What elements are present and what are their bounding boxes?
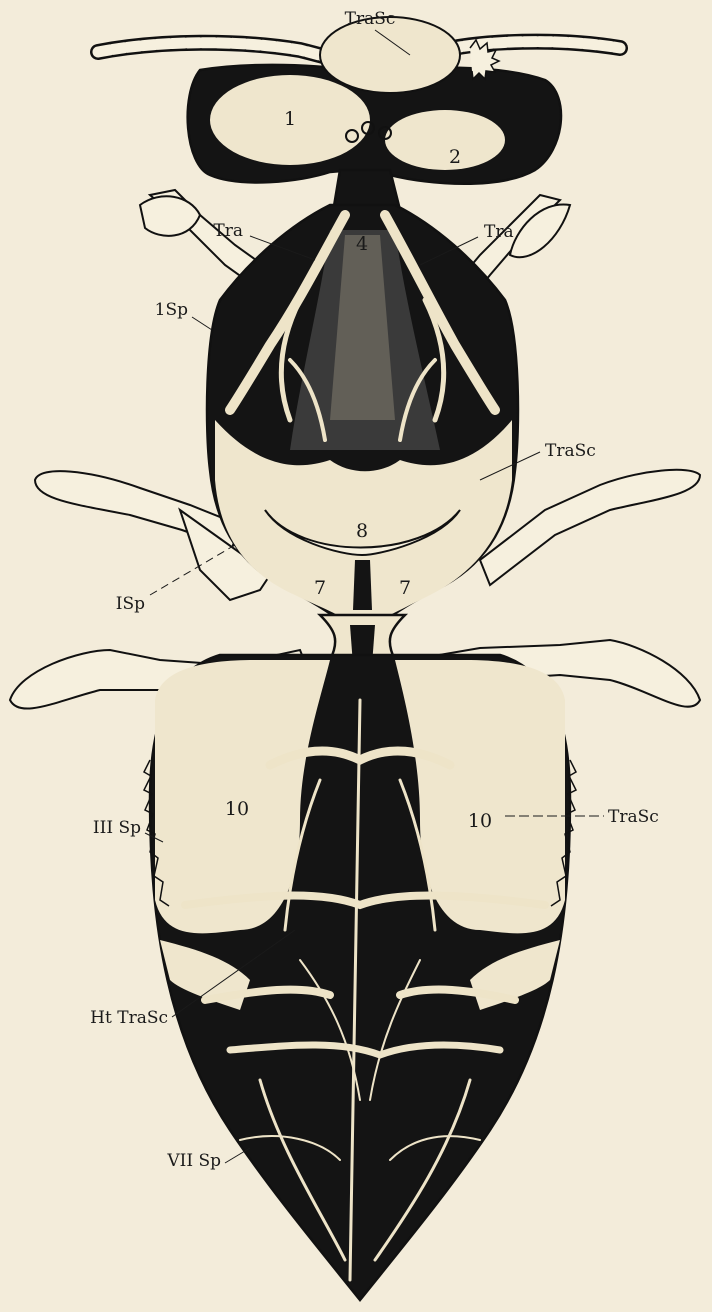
label-ht-trasc: Ht TraSc	[90, 1008, 168, 1028]
segment-number-7-right: 7	[399, 577, 411, 599]
label-trasc-top: TraSc	[345, 9, 396, 29]
segment-number-10-right: 10	[468, 810, 492, 832]
label-vii-sp: VII Sp	[166, 1151, 221, 1171]
label-tra-left: Tra	[213, 221, 243, 241]
label-trasc-abdomen: TraSc	[608, 807, 659, 827]
segment-number-2: 2	[449, 146, 461, 168]
left-antenna	[98, 43, 338, 60]
label-1sp-upper: 1Sp	[155, 300, 188, 320]
segment-number-8: 8	[356, 520, 368, 542]
label-isp-lower: ISp	[116, 594, 145, 614]
segment-number-10-left: 10	[225, 798, 249, 820]
label-iii-sp: III Sp	[93, 818, 141, 838]
label-trasc-thorax: TraSc	[545, 441, 596, 461]
segment-number-1: 1	[284, 108, 296, 130]
right-antenna	[435, 42, 620, 52]
segment-number-4: 4	[356, 233, 368, 255]
thorax	[207, 205, 518, 625]
label-tra-right: Tra	[484, 222, 514, 242]
segment-number-7-left: 7	[314, 577, 326, 599]
leader-1sp-upper	[192, 317, 212, 330]
